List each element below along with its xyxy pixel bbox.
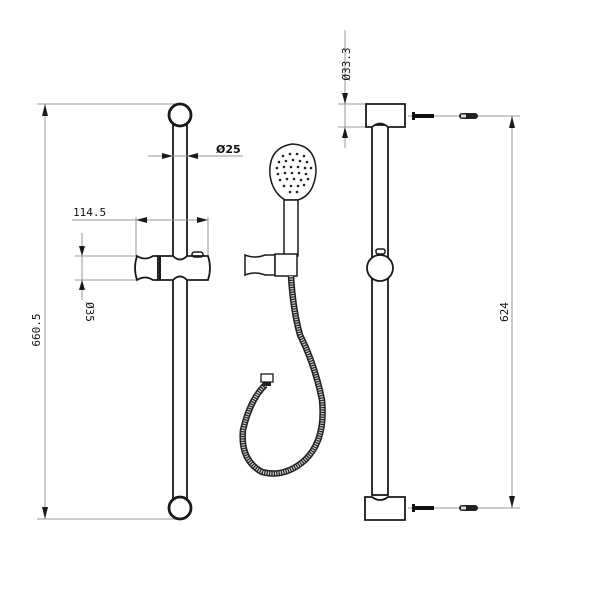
arrow-icon xyxy=(342,93,348,104)
arrow-icon xyxy=(42,104,48,116)
arrow-icon xyxy=(79,246,85,256)
front-view: 660.5 Ø25 114.5 Ø35 xyxy=(30,102,243,521)
dimension-label-fixing-centres: 624 xyxy=(498,302,511,322)
dimension-label-bracket-width: 114.5 xyxy=(73,206,106,219)
screw-icon xyxy=(414,114,434,118)
flexible-hose xyxy=(239,275,326,477)
bottom-wall-bracket xyxy=(364,496,406,521)
arrow-icon xyxy=(162,153,173,159)
hose-nut xyxy=(260,373,274,383)
handset-holder xyxy=(274,253,298,277)
slider-knob xyxy=(366,254,394,282)
bottom-fixing xyxy=(412,504,478,512)
top-wall-bracket xyxy=(365,103,406,128)
arrow-icon xyxy=(509,116,515,128)
shower-handle xyxy=(283,199,299,257)
arrow-icon xyxy=(79,280,85,290)
slider-bracket xyxy=(157,255,211,281)
slide-rail xyxy=(172,114,188,511)
dimension-label-rail-diameter: Ø25 xyxy=(216,143,241,156)
dimension-label-bracket-diameter: Ø35 xyxy=(83,302,96,322)
rail-end-top xyxy=(167,102,193,128)
arrow-icon xyxy=(342,127,348,138)
handset-view xyxy=(239,143,326,477)
hose-ferrule xyxy=(263,382,271,386)
spray-nozzles-icon xyxy=(275,152,313,194)
dimension-label-end-diameter: Ø33.3 xyxy=(340,47,353,80)
handset-holder-arm xyxy=(244,253,276,277)
bracket-holder-arm xyxy=(134,254,159,282)
top-fixing xyxy=(412,112,478,120)
arrow-icon xyxy=(509,496,515,508)
arrow-icon xyxy=(197,217,208,223)
shower-head xyxy=(269,143,317,201)
arrow-icon xyxy=(136,217,147,223)
slider-top-tab xyxy=(375,248,386,255)
arrow-icon xyxy=(42,507,48,519)
screw-icon xyxy=(414,506,434,510)
bracket-locking-button xyxy=(191,251,204,258)
side-view: Ø33.3 624 xyxy=(338,30,520,521)
arrow-icon xyxy=(187,153,198,159)
side-rail xyxy=(371,124,389,496)
dimension-label-overall-height: 660.5 xyxy=(30,313,43,346)
rail-end-bottom xyxy=(167,495,193,521)
